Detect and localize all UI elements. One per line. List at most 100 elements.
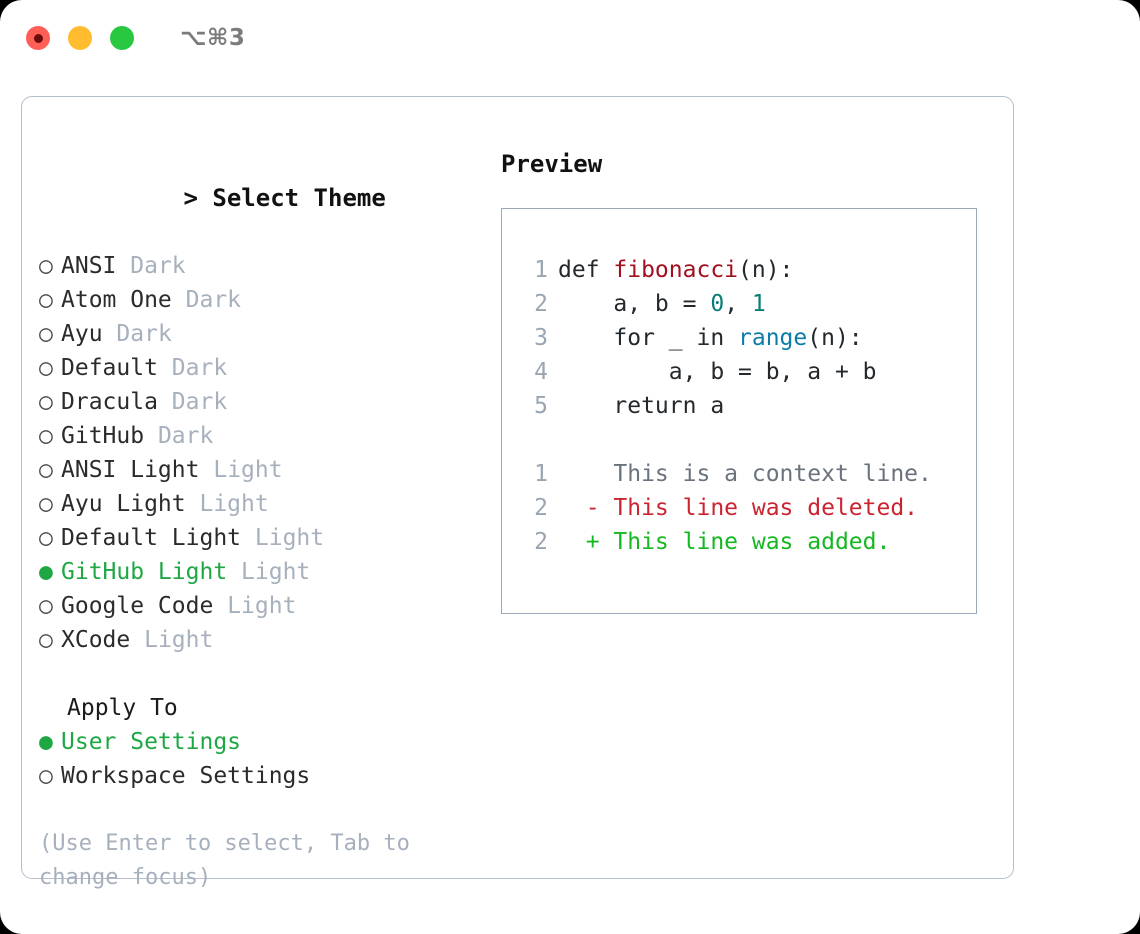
diff-line: 1 This is a context line. [520,457,976,491]
theme-list-item[interactable]: ○Ayu Light Light [39,487,499,521]
theme-picker-column: > Select Theme ○ANSI Dark○Atom One Dark○… [39,147,499,895]
theme-name-label: GitHub [61,423,145,449]
theme-name-label: ANSI Light [61,457,200,483]
code-line: 4 a, b = b, a + b [520,355,976,389]
theme-variant-label: Dark [171,389,228,415]
code-text: a, b = b, a + b [548,355,877,389]
apply-to-item[interactable]: ● User Settings [39,725,499,759]
theme-list-item[interactable]: ○ ANSI Light Light [39,453,499,487]
theme-list-item[interactable]: ● GitHub Light Light [39,555,499,589]
code-token: fibonacci [613,257,739,283]
radio-selected-icon[interactable]: ● [39,559,53,585]
hint-spacer [39,793,499,827]
theme-name-label: ANSI [61,253,117,279]
theme-variant-label: Light [227,593,297,619]
window-controls [26,26,134,50]
code-line: 2 a, b = 0, 1 [520,287,976,321]
radio-selected-icon[interactable]: ● [39,729,53,755]
code-token: return a [558,393,725,419]
code-text: a, b = 0, 1 [548,287,766,321]
theme-name-label: Ayu Light [61,491,186,517]
apply-to-item[interactable]: ○ Workspace Settings [39,759,499,793]
radio-unselected-icon[interactable]: ○ [39,525,53,551]
theme-variant-label: Dark [171,355,228,381]
radio-unselected-icon[interactable]: ○ [39,457,53,483]
radio-unselected-icon[interactable]: ○ [39,287,53,313]
radio-unselected-icon[interactable]: ○ [39,763,53,789]
theme-name-label: Dracula [61,389,158,415]
code-line: 5 return a [520,389,976,423]
radio-unselected-icon[interactable]: ○ [39,491,53,517]
radio-unselected-icon[interactable]: ○ [39,423,53,449]
apply-to-label: User Settings [61,729,242,755]
close-button-icon[interactable] [26,26,50,50]
radio-unselected-icon[interactable]: ○ [39,321,53,347]
theme-variant-label: Light [213,457,283,483]
radio-unselected-icon[interactable]: ○ [39,389,53,415]
apply-to-list: ● User Settings ○ Workspace Settings [39,725,499,793]
preview-title: Preview [501,150,603,178]
line-number: 3 [534,325,548,351]
theme-name-label: XCode [61,627,131,653]
line-number: 1 [534,461,548,487]
line-number: 2 [534,529,548,555]
theme-variant-label: Light [241,559,311,585]
theme-list-item[interactable]: ○ANSI Dark [39,249,499,283]
code-token: for _ in [558,325,739,351]
theme-label-gap [227,555,241,589]
line-number: 1 [534,257,548,283]
line-number: 2 [534,495,548,521]
theme-variant-label: Dark [185,287,242,313]
theme-label-gap [144,419,158,453]
theme-list-item[interactable]: ○Ayu Dark [39,317,499,351]
theme-list-item[interactable]: ○Google Code Light [39,589,499,623]
theme-label-gap [241,521,255,555]
diff-text: This is a context line. [558,461,932,487]
radio-unselected-icon[interactable]: ○ [39,355,53,381]
theme-list-item[interactable]: ○Atom One Dark [39,283,499,317]
line-number: 5 [534,393,548,419]
line-number: 4 [534,359,548,385]
code-token: , [724,291,752,317]
theme-label-gap [116,249,130,283]
theme-label-gap [158,351,172,385]
code-token: 1 [751,291,766,317]
theme-list-item[interactable]: ○ Dracula Dark [39,385,499,419]
theme-name-label: Default Light [61,525,242,551]
radio-unselected-icon[interactable]: ○ [39,627,53,653]
theme-variant-label: Light [254,525,325,551]
code-token: (n): [738,257,794,283]
radio-unselected-icon[interactable]: ○ [39,593,53,619]
code-diff-spacer [520,423,976,457]
minimize-button-icon[interactable] [68,26,92,50]
theme-picker-title: > Select Theme [39,147,499,249]
diff-line: 2 + This line was added. [520,525,976,559]
apply-to-label: Workspace Settings [61,763,311,789]
radio-unselected-icon[interactable]: ○ [39,253,53,279]
recording-indicator-icon [33,33,43,43]
theme-label-gap [186,487,200,521]
code-text: for _ in range(n): [548,321,862,355]
theme-label-gap [213,589,227,623]
code-token: a, b = b, a + b [558,359,877,385]
theme-list-item[interactable]: ○Default Dark [39,351,499,385]
theme-list-item[interactable]: ○ GitHub Dark [39,419,499,453]
theme-name-label: Ayu [61,321,103,347]
theme-list: ○ANSI Dark○Atom One Dark○Ayu Dark○Defaul… [39,249,499,657]
list-spacer [39,657,499,691]
theme-list-item[interactable]: ○ XCode Light [39,623,499,657]
diff-sample: 1 This is a context line. 2 - This line w… [520,457,976,559]
code-token: a, b = [558,291,711,317]
theme-list-item[interactable]: ○ Default Light Light [39,521,499,555]
main-panel: > Select Theme ○ANSI Dark○Atom One Dark○… [21,96,1014,890]
theme-variant-label: Light [144,627,214,653]
line-number: 2 [534,291,548,317]
diff-text: - This line was deleted. [558,495,919,521]
theme-variant-label: Dark [157,423,214,449]
theme-name-label: GitHub Light [61,559,228,585]
title-bar: ⌥⌘3 [0,0,1140,76]
maximize-button-icon[interactable] [110,26,134,50]
